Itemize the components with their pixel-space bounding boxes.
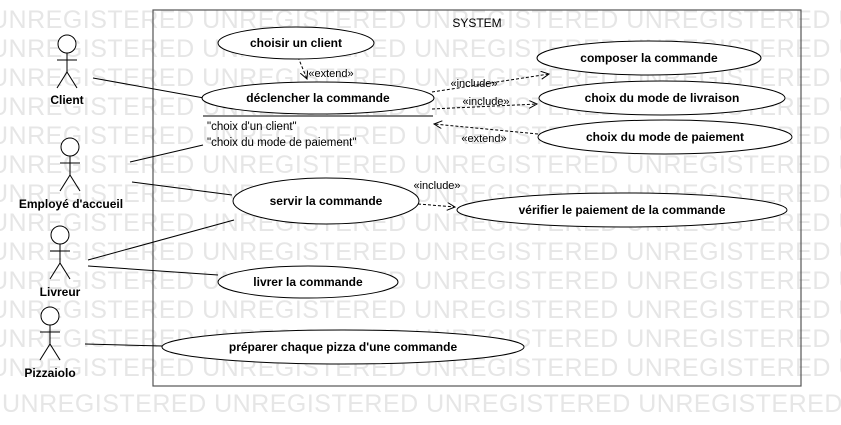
include-arrow-verifier bbox=[417, 204, 455, 207]
use-case-label: choix du mode de livraison bbox=[585, 91, 740, 105]
watermark-row: UNREGISTERED UNREGISTERED UNREGISTERED U… bbox=[0, 296, 841, 324]
use-case-label: vérifier le paiement de la commande bbox=[519, 203, 726, 217]
assoc-livreur-servir bbox=[87, 219, 235, 261]
extend-label-2: «extend» bbox=[461, 133, 506, 145]
use-case-label: servir la commande bbox=[270, 194, 383, 208]
stick-figure-icon bbox=[59, 137, 81, 192]
extend-arrow-choisir bbox=[297, 56, 307, 79]
use-case-servir-commande[interactable]: servir la commande bbox=[232, 177, 420, 225]
watermark-row: UNREGISTERED UNREGISTERED UNREGISTERED U… bbox=[0, 151, 841, 179]
use-case-label: livrer la commande bbox=[253, 275, 363, 289]
actor-livreur[interactable]: Livreur bbox=[40, 225, 81, 299]
use-case-declencher-commande[interactable]: déclencher la commande bbox=[201, 81, 435, 115]
include-label-1: «include» bbox=[450, 78, 497, 90]
actor-employe-accueil[interactable]: Employé d'accueil bbox=[19, 137, 123, 211]
stick-figure-icon bbox=[39, 306, 61, 361]
include-label-3: «include» bbox=[413, 180, 460, 192]
use-case-label: choisir un client bbox=[250, 36, 342, 50]
assoc-livreur-livrer bbox=[87, 265, 219, 276]
watermark-row: UNREGISTERED UNREGISTERED UNREGISTERED U… bbox=[0, 6, 841, 34]
extension-point-2: "choix du mode de paiement" bbox=[207, 137, 356, 149]
watermark-row: UNREGISTERED UNREGISTERED UNREGISTERED U… bbox=[0, 238, 841, 266]
use-case-choix-livraison[interactable]: choix du mode de livraison bbox=[538, 80, 786, 116]
actor-label: Pizzaiolo bbox=[24, 366, 75, 380]
actor-label: Employé d'accueil bbox=[19, 197, 123, 211]
assoc-client-declencher bbox=[92, 77, 205, 99]
actor-client[interactable]: Client bbox=[50, 34, 84, 107]
use-case-label: choix du mode de paiement bbox=[586, 130, 744, 144]
use-case-label: déclencher la commande bbox=[246, 91, 390, 105]
include-label-2: «include» bbox=[462, 96, 509, 108]
extension-point-1: "choix d'un client" bbox=[207, 121, 297, 133]
use-case-choix-paiement[interactable]: choix du mode de paiement bbox=[537, 119, 793, 155]
watermark-row: UNREGISTERED UNREGISTERED UNREGISTERED U… bbox=[2, 390, 841, 418]
assoc-employe-servir bbox=[131, 181, 233, 196]
system-boundary bbox=[152, 9, 802, 387]
use-case-label: préparer chaque pizza d'une commande bbox=[229, 340, 458, 354]
use-case-composer-commande[interactable]: composer la commande bbox=[536, 40, 762, 76]
use-case-verifier-paiement[interactable]: vérifier le paiement de la commande bbox=[456, 192, 788, 228]
use-case-preparer-pizza[interactable]: préparer chaque pizza d'une commande bbox=[161, 329, 525, 365]
extend-arrow-paiement bbox=[434, 124, 539, 135]
watermark-row: UNREGISTERED UNREGISTERED UNREGISTERED U… bbox=[0, 267, 841, 295]
extend-label-1: «extend» bbox=[308, 68, 353, 80]
actor-label: Livreur bbox=[40, 285, 81, 299]
stick-figure-icon bbox=[49, 225, 71, 280]
include-arrow-livraison bbox=[431, 104, 537, 110]
actor-pizzaiolo[interactable]: Pizzaiolo bbox=[24, 306, 76, 380]
use-case-choisir-client[interactable]: choisir un client bbox=[217, 26, 375, 60]
use-case-livrer-commande[interactable]: livrer la commande bbox=[217, 265, 399, 299]
actor-label: Client bbox=[50, 93, 83, 107]
assoc-employe-declencher bbox=[129, 144, 204, 163]
assoc-pizzaiolo-preparer bbox=[84, 343, 163, 347]
use-case-label: composer la commande bbox=[580, 51, 718, 65]
system-title: SYSTEM bbox=[452, 16, 501, 30]
stick-figure-icon bbox=[56, 34, 78, 89]
